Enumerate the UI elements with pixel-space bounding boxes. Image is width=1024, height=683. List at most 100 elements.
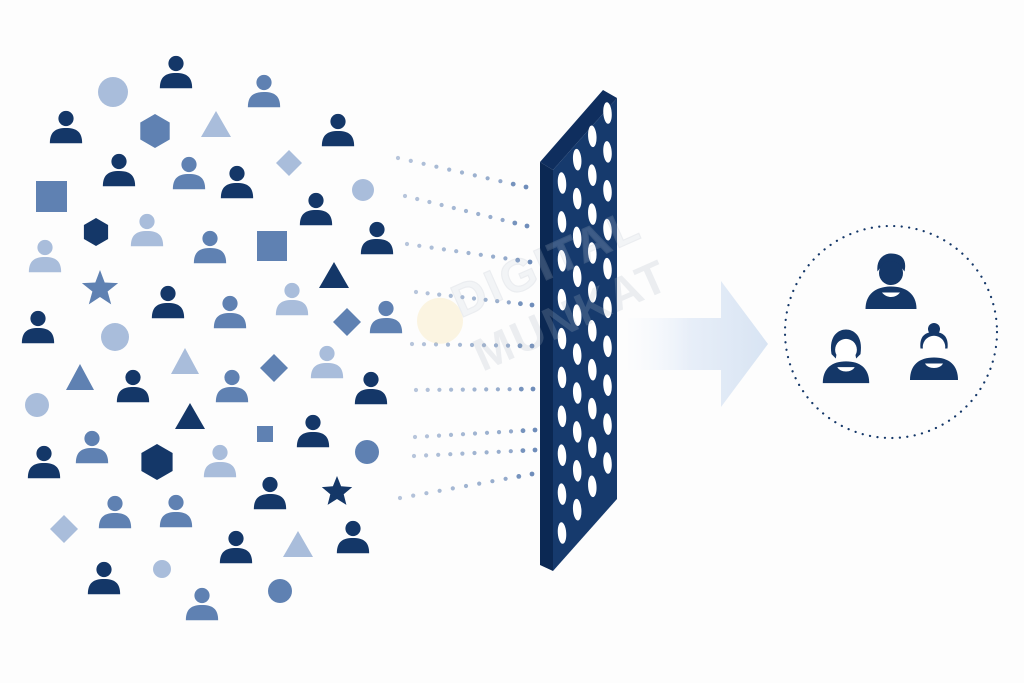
stream-dot xyxy=(409,341,415,347)
stream-dot xyxy=(476,211,481,217)
stream-dot xyxy=(503,476,508,481)
stream-dot xyxy=(507,387,512,392)
stream-dot xyxy=(439,202,444,208)
stream-dot xyxy=(508,429,514,434)
filter-hole xyxy=(572,421,582,443)
stream-dot xyxy=(505,343,511,348)
stream-dot xyxy=(445,342,451,347)
person-icon xyxy=(203,444,237,478)
stream-dot xyxy=(469,342,475,348)
stream-dot xyxy=(447,167,452,172)
stream-dot xyxy=(450,486,455,491)
filter-hole xyxy=(572,460,582,482)
stream-dot xyxy=(483,297,488,302)
filter-hole xyxy=(588,475,597,498)
stream-dot xyxy=(500,217,505,223)
stream-dot xyxy=(472,387,477,392)
stream-dot xyxy=(436,433,442,438)
woman-bun-icon xyxy=(910,323,958,380)
arrow-right-icon xyxy=(628,281,768,407)
stream-dot xyxy=(402,193,408,199)
stream-dot xyxy=(515,257,521,263)
stream-dot xyxy=(496,430,502,435)
dotted-circle xyxy=(783,224,999,440)
triangle-shape-icon xyxy=(319,262,349,288)
stream-dot xyxy=(437,387,442,392)
stream-dot xyxy=(434,164,439,169)
person-icon xyxy=(299,192,333,226)
filter-hole xyxy=(572,498,582,521)
triangle-shape-icon xyxy=(171,348,199,374)
stream-dot xyxy=(512,220,518,226)
filter-hole xyxy=(557,327,567,350)
triangle-shape-icon xyxy=(66,364,94,390)
circle-shape-icon xyxy=(268,579,292,603)
stream-dot xyxy=(463,483,469,489)
stream-dot xyxy=(524,223,530,229)
filter-hole xyxy=(557,288,567,311)
person-icon xyxy=(98,495,132,529)
person-icon xyxy=(130,213,164,247)
stream-dot xyxy=(460,295,465,300)
hexagon-shape-icon xyxy=(141,444,173,480)
stream-dot xyxy=(481,343,487,348)
circle-shape-icon xyxy=(25,393,49,417)
person-icon xyxy=(49,110,83,144)
triangle-shape-icon xyxy=(201,111,231,137)
stream-dot xyxy=(413,289,419,295)
stream-dot xyxy=(397,495,403,501)
stream-dot xyxy=(459,170,465,175)
diamond-shape-icon xyxy=(333,308,361,336)
person-icon xyxy=(172,156,206,190)
stream-dot xyxy=(484,430,490,435)
stream-dot xyxy=(490,479,495,484)
stream-dot xyxy=(412,434,418,440)
person-icon xyxy=(310,345,344,379)
filter-hole xyxy=(572,265,582,288)
stream-dot xyxy=(523,184,529,190)
person-icon xyxy=(116,369,150,403)
stream-dot xyxy=(488,214,493,220)
filter-hole xyxy=(557,405,567,428)
stream-dot xyxy=(472,431,478,436)
stream-dot xyxy=(437,488,442,493)
stream-dot xyxy=(425,387,430,392)
filter-hole xyxy=(603,180,612,202)
stream-dot xyxy=(472,173,477,178)
stream-dot xyxy=(493,343,499,348)
stream-dot xyxy=(421,161,426,166)
filter-holes xyxy=(557,102,612,544)
square-shape-icon xyxy=(36,181,67,212)
filter-front-face xyxy=(553,98,617,571)
diamond-shape-icon xyxy=(260,354,288,382)
stream-dot xyxy=(518,386,524,392)
filter-hole xyxy=(603,413,612,435)
stream-dot xyxy=(485,176,490,181)
filter-hole xyxy=(557,250,567,272)
selected-people xyxy=(822,253,958,384)
circle-shape-icon xyxy=(355,440,379,464)
person-icon xyxy=(247,74,281,108)
stream-dot xyxy=(457,342,463,347)
filter-hole xyxy=(588,397,597,420)
person-icon xyxy=(275,282,309,316)
filter-hole xyxy=(572,304,582,326)
filter-panel xyxy=(540,90,617,571)
filter-hole xyxy=(588,203,597,225)
filter-hole xyxy=(557,211,567,233)
person-icon xyxy=(151,285,185,319)
stream-dot xyxy=(427,199,432,205)
filter-hole xyxy=(572,226,582,249)
stream-dot xyxy=(460,432,466,437)
stream-dot xyxy=(463,208,469,214)
stream-dot xyxy=(471,296,477,301)
star-shape-icon xyxy=(81,270,119,305)
stream-dot xyxy=(472,450,477,456)
square-shape-icon xyxy=(257,231,287,261)
stream-dot xyxy=(460,451,465,456)
stream-dot xyxy=(498,179,503,184)
stream-dot xyxy=(424,434,430,439)
person-icon xyxy=(159,494,193,528)
filter-hole xyxy=(603,452,612,474)
stream-dot xyxy=(424,491,429,496)
